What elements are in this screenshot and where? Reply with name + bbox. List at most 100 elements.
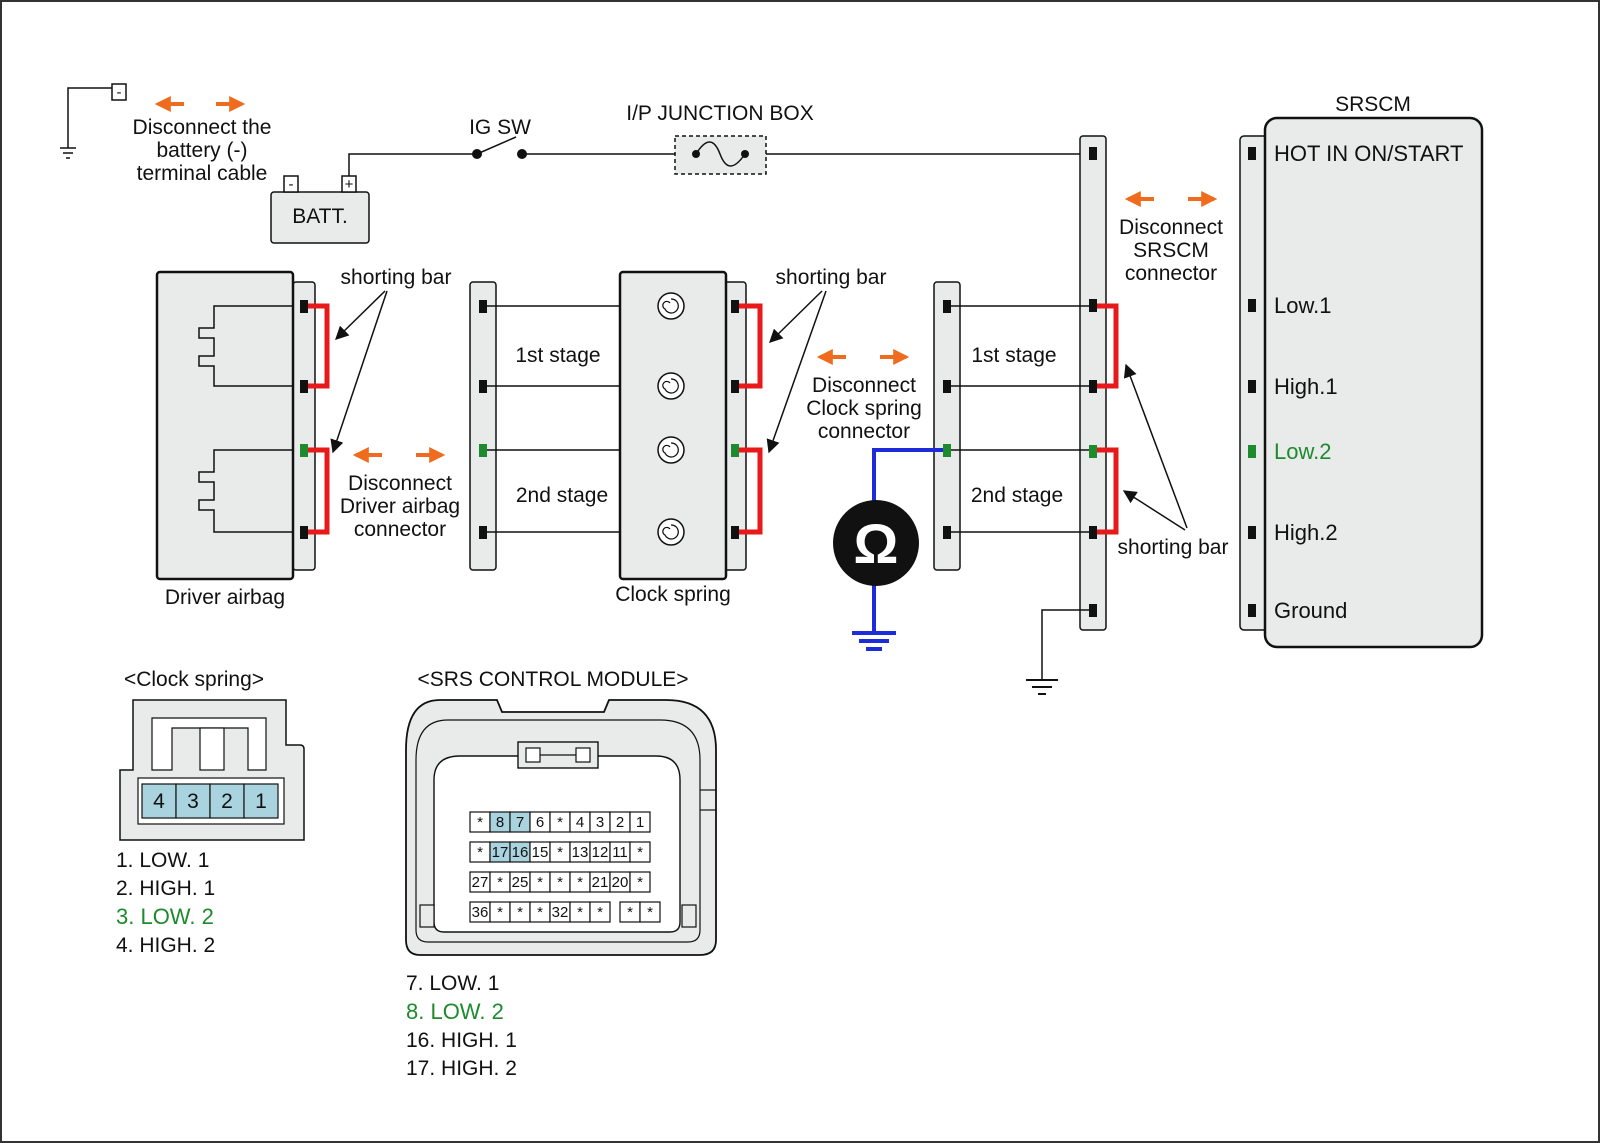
stage1-label-right: 1st stage bbox=[971, 344, 1056, 367]
srs-pin-label: 36 bbox=[472, 904, 489, 921]
battery-minus-post bbox=[283, 175, 299, 193]
driver-shorting-bar-1 bbox=[308, 303, 330, 389]
disconnect-clock-line2: Clock spring bbox=[806, 397, 922, 420]
srs-legend-1: 7. LOW. 1 bbox=[406, 972, 499, 995]
srscm-pin-3 bbox=[1248, 380, 1256, 393]
meter-lead-top bbox=[872, 448, 943, 505]
ohmmeter: Ω bbox=[833, 448, 943, 651]
srs-module-title: <SRS CONTROL MODULE> bbox=[417, 668, 688, 691]
srs-pin-label: * bbox=[637, 874, 643, 891]
srs-pin-label: * bbox=[557, 844, 563, 861]
srs-pin-label: 7 bbox=[516, 814, 524, 831]
clock-shorting-bar-1 bbox=[739, 303, 763, 389]
srs-pin-label: 16 bbox=[512, 844, 529, 861]
shorting-bar-pointer-right-1 bbox=[1123, 363, 1188, 529]
srscm-module: SRSCM HOT IN ON/START Low.1 High.1 Low.2… bbox=[1239, 93, 1484, 649]
stage2-label-left: 2nd stage bbox=[516, 484, 608, 507]
disconnect-srscm-line1: Disconnect bbox=[1119, 216, 1223, 239]
clock-spring-module: Clock spring bbox=[615, 270, 763, 606]
srs-pin-label: 4 bbox=[576, 814, 584, 831]
driver-shorting-bar-2 bbox=[308, 447, 330, 535]
srs-pin-label: 21 bbox=[592, 874, 609, 891]
clock-pin-1: 1 bbox=[255, 790, 267, 813]
srs-pin-label: * bbox=[577, 904, 583, 921]
srs-pin-label: * bbox=[477, 814, 483, 831]
clock-spring-label: Clock spring bbox=[615, 583, 731, 606]
battery-ground-section: - Disconnect the battery (-) terminal ca… bbox=[60, 83, 370, 244]
srs-legend-2: 8. LOW. 2 bbox=[406, 999, 504, 1024]
srs-pin-cell bbox=[589, 901, 611, 923]
coil-icon-1 bbox=[657, 292, 685, 320]
srs-pin-cell bbox=[629, 841, 651, 863]
ignition-switch-blade bbox=[476, 136, 517, 155]
srscm-pin-5 bbox=[1248, 526, 1256, 539]
shorting-bar-pointer-left-1 bbox=[335, 290, 386, 340]
srscm-pin-2 bbox=[1248, 299, 1256, 312]
clock-pin-2: 2 bbox=[221, 790, 233, 813]
shorting-bar-pointer-left-2 bbox=[330, 290, 388, 454]
srs-pin-label: * bbox=[557, 874, 563, 891]
srscm-pin-label-hot: HOT IN ON/START bbox=[1274, 141, 1463, 166]
shorting-bar-label-right: shorting bar bbox=[1118, 536, 1229, 559]
stage2-label-right: 2nd stage bbox=[971, 484, 1063, 507]
srs-pin-label: 2 bbox=[616, 814, 624, 831]
srs-pin-label: 17 bbox=[492, 844, 509, 861]
ip-junction-box: I/P JUNCTION BOX bbox=[626, 102, 814, 175]
shorting-bar-label-left: shorting bar bbox=[341, 266, 452, 289]
clock-shorting-bar-2 bbox=[739, 447, 763, 535]
disconnect-clock-line3: connector bbox=[818, 420, 910, 443]
driver-airbag-label: Driver airbag bbox=[165, 586, 285, 609]
coil-icon-2 bbox=[657, 372, 685, 400]
right-harness-connector bbox=[933, 281, 961, 571]
clock-legend-4: 4. HIGH. 2 bbox=[116, 934, 215, 957]
airbag-inflator-2-icon bbox=[198, 449, 294, 533]
srs-pin-label: * bbox=[647, 904, 653, 921]
disconnect-battery-line2: battery (-) bbox=[156, 139, 247, 162]
srscm-box bbox=[1263, 116, 1484, 649]
srs-pin-label: 11 bbox=[612, 844, 628, 861]
clock-connector-title: <Clock spring> bbox=[124, 668, 264, 691]
clock-spring-box bbox=[618, 270, 728, 581]
srs-pin-cell bbox=[629, 871, 651, 893]
shorting-bar-pointer-middle-2 bbox=[766, 290, 827, 454]
srscm-pin-label-high1: High.1 bbox=[1274, 374, 1338, 399]
srscm-pin-label-low1: Low.1 bbox=[1274, 293, 1332, 318]
srs-pin-label: * bbox=[537, 904, 543, 921]
disconnect-driver-line1: Disconnect bbox=[348, 472, 452, 495]
srs-pin-label: * bbox=[637, 844, 643, 861]
battery-plus-sign: + bbox=[345, 176, 354, 193]
coil-icon-3 bbox=[657, 436, 685, 464]
ground-symbol-top-left bbox=[60, 147, 76, 159]
srs-pin-label: * bbox=[537, 874, 543, 891]
srs-legend-4: 17. HIGH. 2 bbox=[406, 1057, 517, 1080]
srs-pin-label: 3 bbox=[596, 814, 604, 831]
negative-terminal-box bbox=[111, 83, 127, 101]
disconnect-clock-line1: Disconnect bbox=[812, 374, 916, 397]
srscm-pin-1 bbox=[1248, 147, 1256, 160]
battery-minus-sign: - bbox=[289, 176, 294, 193]
ip-junction-box-label: I/P JUNCTION BOX bbox=[626, 102, 813, 125]
srs-legend-3: 16. HIGH. 1 bbox=[406, 1029, 517, 1052]
srscm-shorting-bar-2 bbox=[1097, 447, 1119, 535]
srs-pin-label: * bbox=[557, 814, 563, 831]
left-harness-connector bbox=[469, 281, 497, 571]
srs-pin-label: * bbox=[517, 904, 523, 921]
srs-pin-cell bbox=[639, 901, 661, 923]
srs-pin-label: * bbox=[497, 904, 503, 921]
battery-box bbox=[270, 191, 370, 244]
clock-pin-3: 3 bbox=[187, 790, 199, 813]
srs-pin-label: 25 bbox=[512, 874, 529, 891]
ig-sw-label: IG SW bbox=[469, 116, 531, 139]
srs-pin-label: * bbox=[477, 844, 483, 861]
ohm-symbol: Ω bbox=[854, 512, 899, 575]
srs-pin-label: 13 bbox=[572, 844, 589, 861]
shorting-bar-label-middle: shorting bar bbox=[776, 266, 887, 289]
srs-pin-cell bbox=[629, 811, 651, 833]
srs-pin-label: * bbox=[597, 904, 603, 921]
clock-spring-connector-detail: <Clock spring> 4 3 2 1 1. LOW. 1 2. HIGH… bbox=[116, 668, 305, 957]
srscm-pin-label-ground: Ground bbox=[1274, 598, 1347, 623]
driver-airbag-module: Driver airbag bbox=[155, 270, 330, 609]
